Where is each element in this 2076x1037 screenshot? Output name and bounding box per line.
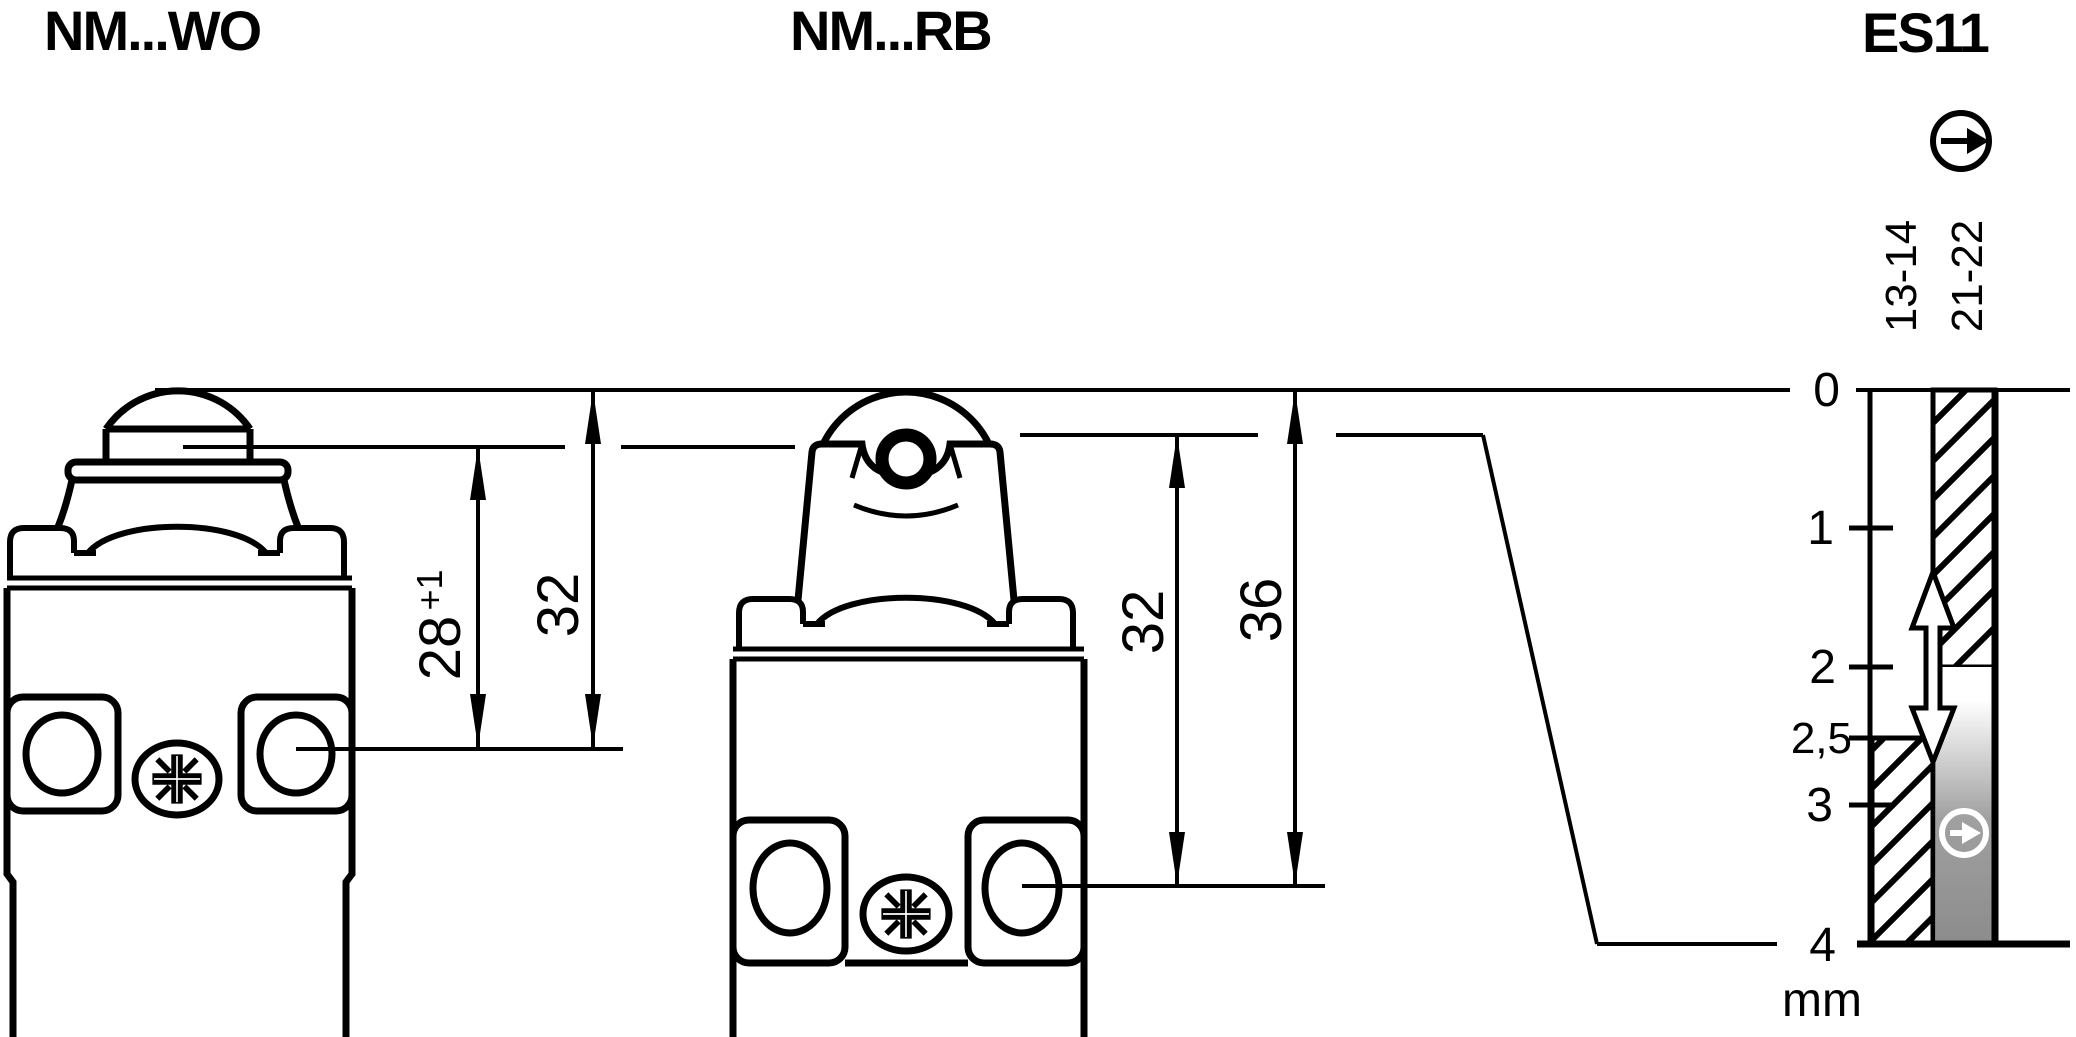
positive-opening-point-icon xyxy=(1939,808,1989,858)
arrowhead-up-icon xyxy=(1287,391,1303,444)
body-top-seam xyxy=(733,646,1084,662)
mounting-hole-right xyxy=(256,711,336,797)
tick-label-0: 0 xyxy=(1813,364,1840,417)
dim-label-28-tolerance: +1 xyxy=(409,569,450,610)
cover-screw xyxy=(131,739,223,819)
contact-label-21-22: 21-22 xyxy=(1943,220,1992,333)
title-left-variant: NM...WO xyxy=(44,0,261,62)
contact-label-13-14: 13-14 xyxy=(1877,220,1926,333)
positive-opening-symbol-icon xyxy=(1930,110,1992,172)
mounting-hole-left xyxy=(749,839,831,937)
dimension-middle-32: 32 xyxy=(1111,435,1185,885)
switching-travel-double-arrow-icon xyxy=(1908,564,1958,769)
dim-label-36: 36 xyxy=(1229,578,1294,643)
body-right-side xyxy=(342,588,356,1037)
travel-diagram: 13-14 21-22 0 1 2 2, xyxy=(1782,110,2070,1027)
tick-label-2-5: 2,5 xyxy=(1791,714,1852,763)
unit-label-mm: mm xyxy=(1782,974,1862,1027)
dimension-pretravel-28: 28 +1 xyxy=(408,447,486,747)
body-top-seam xyxy=(7,575,352,591)
pozidriv-screw-recess-icon xyxy=(152,754,201,803)
title-middle-variant: NM...RB xyxy=(790,0,991,62)
arrowhead-down-icon xyxy=(585,694,601,747)
tick-label-1: 1 xyxy=(1807,502,1834,555)
arrowhead-up-icon xyxy=(1169,435,1185,488)
arrowhead-down-icon xyxy=(1287,832,1303,885)
boot-right-edge xyxy=(280,479,302,529)
dimension-middle-36: 36 xyxy=(1229,391,1303,885)
head-collar xyxy=(736,594,1076,649)
plunger-dome xyxy=(103,387,253,431)
dimension-left-32: 32 xyxy=(526,391,601,747)
limit-switch-roller-drawing xyxy=(729,388,1088,1037)
dim-label-32-middle: 32 xyxy=(1111,590,1176,655)
boot-left-edge xyxy=(54,479,76,529)
roller-bracket xyxy=(849,443,963,479)
tick-label-2: 2 xyxy=(1809,641,1836,694)
head-collar xyxy=(7,523,347,578)
arrowhead-up-icon xyxy=(585,391,601,444)
plunger-cylinder xyxy=(102,429,254,462)
tick-label-4: 4 xyxy=(1809,919,1836,972)
dim-label-32-left: 32 xyxy=(526,573,591,638)
cover-screw xyxy=(859,873,953,955)
arrowhead-up-icon xyxy=(470,447,486,500)
mounting-hole-left xyxy=(22,711,102,797)
pozidriv-screw-recess-icon xyxy=(881,889,930,938)
body-left-side xyxy=(3,588,17,1037)
arrowhead-down-icon xyxy=(1169,832,1185,885)
arrowhead-down-icon xyxy=(470,694,486,747)
title-travel-diagram: ES11 xyxy=(1862,1,1989,64)
tick-label-3: 3 xyxy=(1806,779,1833,832)
plunger-flange xyxy=(64,458,292,484)
roller-axle xyxy=(875,428,937,490)
contact-13-14-closed-band xyxy=(1869,735,1936,947)
dim-label-28: 28 xyxy=(408,616,473,681)
limit-switch-plunger-drawing xyxy=(3,387,356,1037)
